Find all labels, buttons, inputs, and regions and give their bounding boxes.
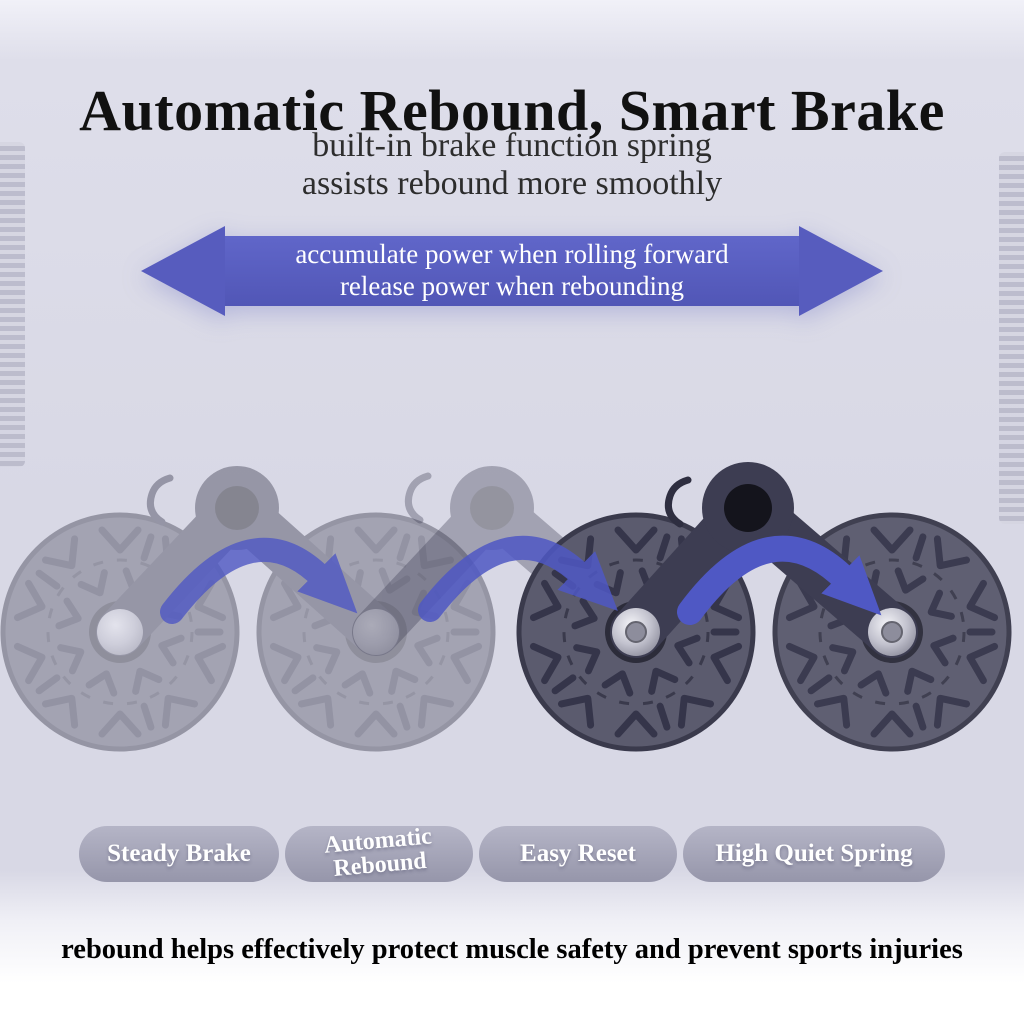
badge-steady-brake: Steady Brake	[79, 826, 279, 882]
subtitle-line2: assists rebound more smoothly	[301, 165, 723, 203]
motion-arrow-3-path	[677, 535, 882, 625]
banner-line1: accumulate power when rolling forward	[295, 239, 729, 270]
badge-automatic-rebound: Automatic Rebound	[285, 823, 473, 882]
subtitle-line1: built-in brake function spring	[312, 127, 712, 164]
hub-bolt	[625, 621, 647, 643]
motion-arrow-2-path	[418, 535, 618, 622]
spring-hook-icon	[150, 478, 170, 522]
arrowhead-left-icon	[141, 226, 225, 316]
badge-label: Easy Reset	[520, 840, 636, 867]
banner-line2: release power when rebounding	[339, 271, 685, 301]
solid-roller	[519, 462, 1009, 749]
badge-label: High Quiet Spring	[715, 840, 913, 867]
badge-label: Steady Brake	[107, 840, 251, 867]
hub-bolt	[881, 621, 903, 643]
ghost-handle-hole-2	[470, 486, 514, 530]
motion-arrow-1	[160, 537, 358, 624]
handle-hole	[724, 484, 772, 532]
ghost-hub-cap	[97, 609, 143, 655]
spring-hook-icon	[668, 480, 688, 524]
subtitle: built-in brake function spring assists r…	[0, 127, 1024, 203]
footer-text: rebound helps effectively protect muscle…	[61, 934, 963, 965]
left-edge-texture	[0, 142, 25, 467]
motion-arrow-3	[677, 535, 882, 625]
arrowhead-right-icon	[799, 226, 883, 316]
right-edge-texture	[999, 152, 1024, 524]
ghost-bracket-2-apex	[450, 466, 534, 550]
feature-badges: Steady Brake Automatic Rebound Easy Rese…	[0, 823, 1024, 882]
page-title: Automatic Rebound, Smart Brake	[79, 77, 945, 143]
motion-arrow-2	[418, 535, 618, 622]
badge-label: Automatic Rebound	[322, 823, 433, 882]
double-arrow-banner: accumulate power when rolling forward re…	[141, 226, 883, 316]
ghost-bracket-1-apex	[195, 466, 279, 550]
ghost-handle-hole-1	[215, 486, 259, 530]
banner-body: accumulate power when rolling forward re…	[225, 236, 799, 306]
ghost-hub-cap	[353, 609, 399, 655]
motion-arrow-1-path	[160, 537, 358, 624]
badge-high-quiet-spring: High Quiet Spring	[683, 826, 945, 882]
spring-hook-icon	[408, 476, 428, 520]
badge-easy-reset: Easy Reset	[479, 826, 677, 882]
